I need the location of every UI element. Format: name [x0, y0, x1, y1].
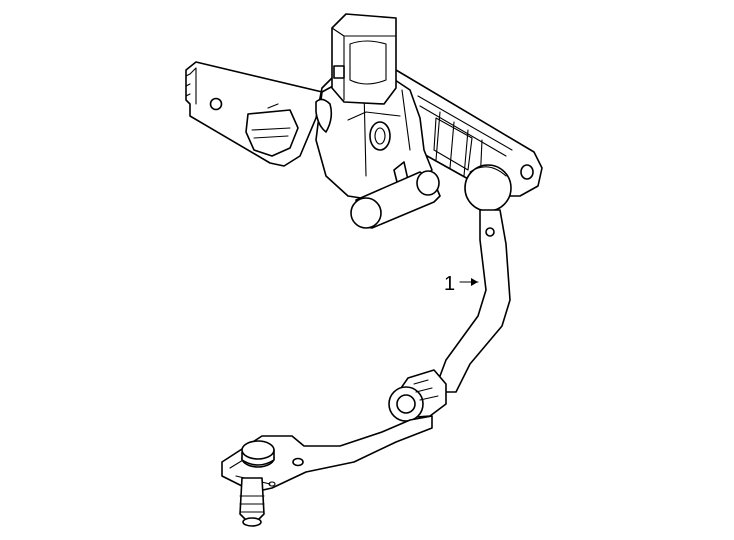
lower-bracket [221, 415, 433, 527]
upper-ball-joint [464, 164, 512, 212]
bracket-hole-right [520, 164, 534, 180]
mounting-stud [239, 477, 265, 523]
lower-ball-joint [388, 369, 447, 422]
connector-latch [333, 65, 345, 79]
sensor-boss [350, 170, 441, 229]
sensor-connector [331, 13, 397, 105]
arrow-head [471, 278, 478, 286]
bracket-hole [209, 97, 223, 111]
sensor-hole [369, 121, 391, 151]
rod-hole [485, 227, 495, 237]
lower-bracket-hole [292, 457, 304, 467]
callout-number: 1 [444, 273, 455, 295]
sensor-body [315, 77, 433, 201]
callout-1: 1 [444, 273, 479, 295]
mounting-bracket [185, 61, 543, 197]
bracket-slot [245, 109, 299, 157]
linkage-rod [433, 209, 511, 393]
